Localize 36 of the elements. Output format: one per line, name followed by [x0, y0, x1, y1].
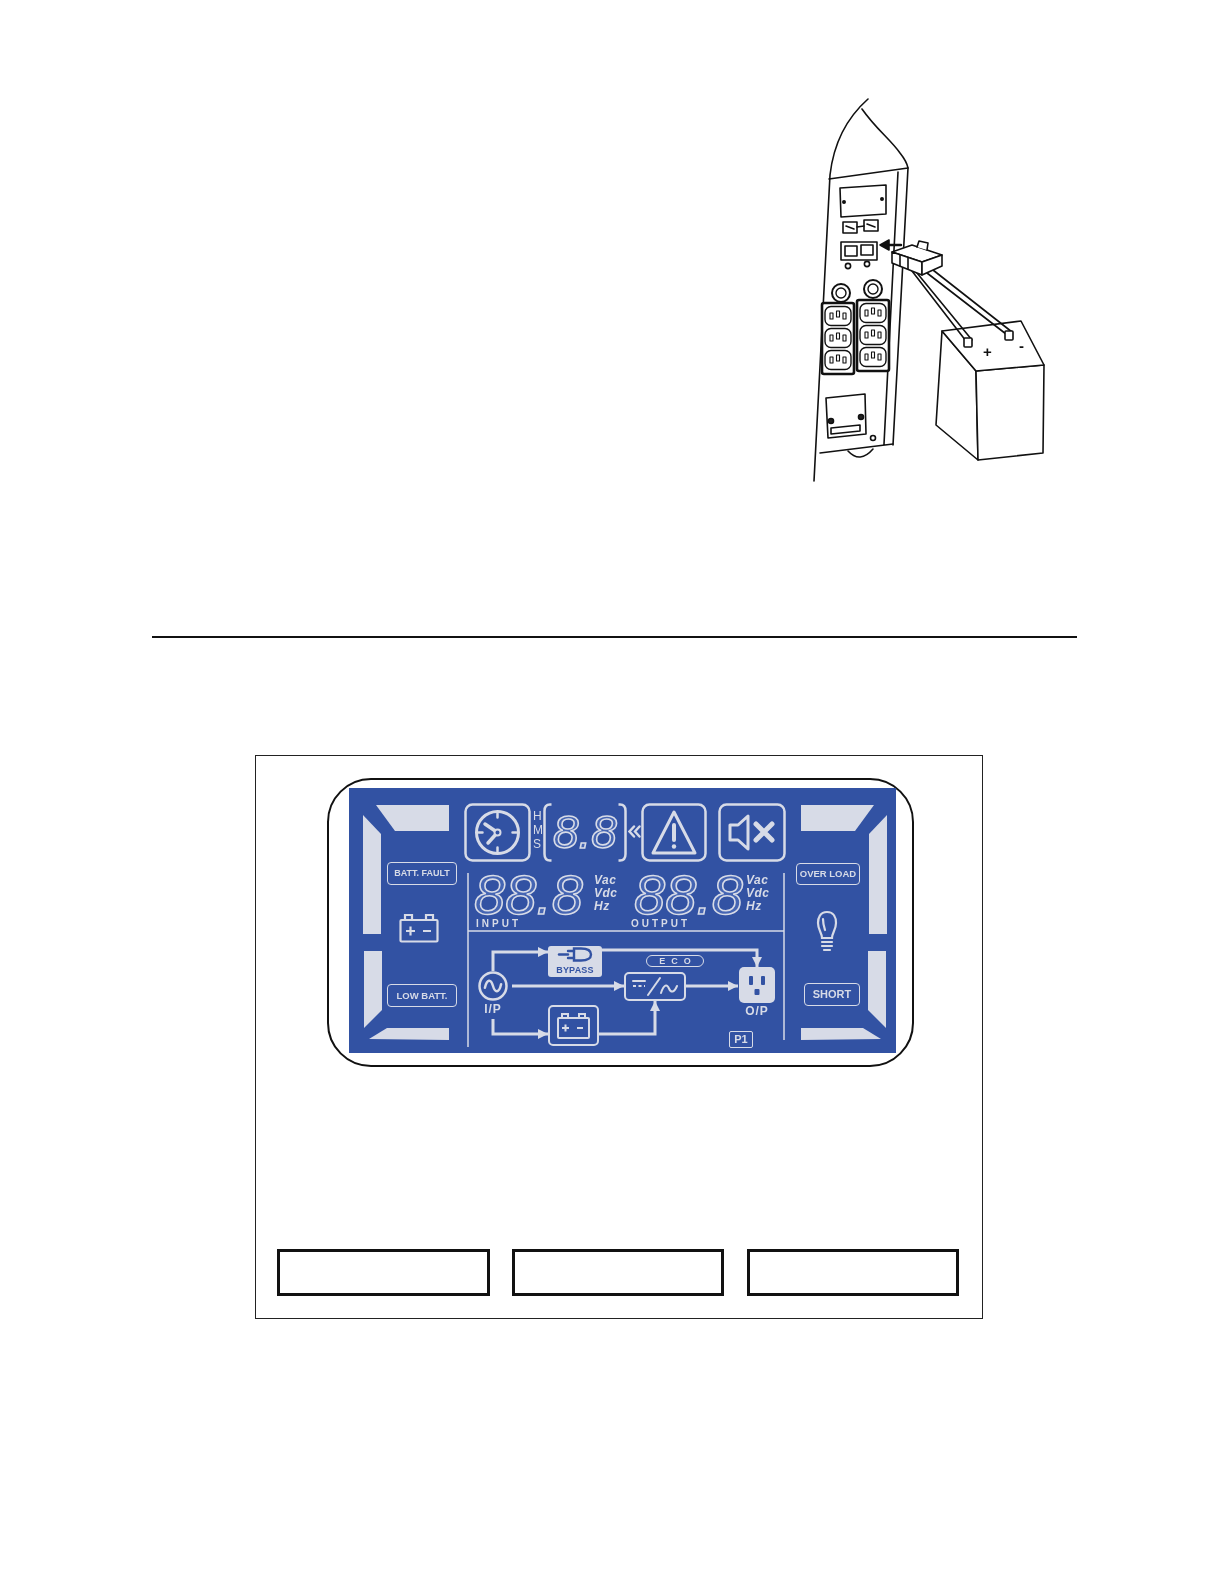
- unit-label: Vac: [594, 874, 617, 887]
- segment-digits: 8.8: [553, 814, 617, 851]
- time-unit-letter: S: [533, 838, 541, 851]
- flow-arrow: [599, 1001, 660, 1036]
- port-label: I/P: [484, 1003, 502, 1016]
- flow-arrow: [602, 948, 762, 967]
- lcd-indicator: BATT. FAULT: [387, 862, 457, 885]
- empty-box: [277, 1249, 490, 1296]
- unit-label: Hz: [746, 900, 762, 913]
- indicator-text: BYPASS: [556, 965, 594, 975]
- bypass-indicator: [548, 946, 602, 977]
- unit-label: Vdc: [594, 887, 618, 900]
- segment-digits: 88.8: [474, 873, 583, 918]
- unit-label: Vac: [746, 874, 769, 887]
- polarity-sign: -: [1019, 338, 1024, 353]
- lcd-indicator: P1: [729, 1031, 753, 1048]
- readout-caption: OUTPUT: [631, 919, 691, 929]
- flow-arrow: [512, 981, 624, 991]
- battery-icon: [548, 1005, 599, 1046]
- readout-caption: INPUT: [476, 919, 521, 929]
- time-unit-letter: H: [533, 810, 542, 823]
- flow-arrow: [686, 981, 738, 991]
- inverter-icon: [624, 972, 686, 1001]
- lcd-indicator: LOW BATT.: [387, 984, 457, 1007]
- flow-arrow: [491, 1019, 548, 1039]
- lcd-indicator: SHORT: [804, 983, 860, 1006]
- port-label: O/P: [745, 1005, 769, 1018]
- unit-label: Vdc: [746, 887, 770, 900]
- unit-label: Hz: [594, 900, 610, 913]
- empty-box: [512, 1249, 724, 1296]
- polarity-sign: +: [983, 344, 992, 359]
- time-unit-letter: M: [533, 824, 543, 837]
- empty-box: [747, 1249, 959, 1296]
- flow-arrow: [491, 947, 548, 971]
- lcd-indicator: OVER LOAD: [796, 863, 860, 885]
- segment-digits: 88.8: [634, 873, 743, 918]
